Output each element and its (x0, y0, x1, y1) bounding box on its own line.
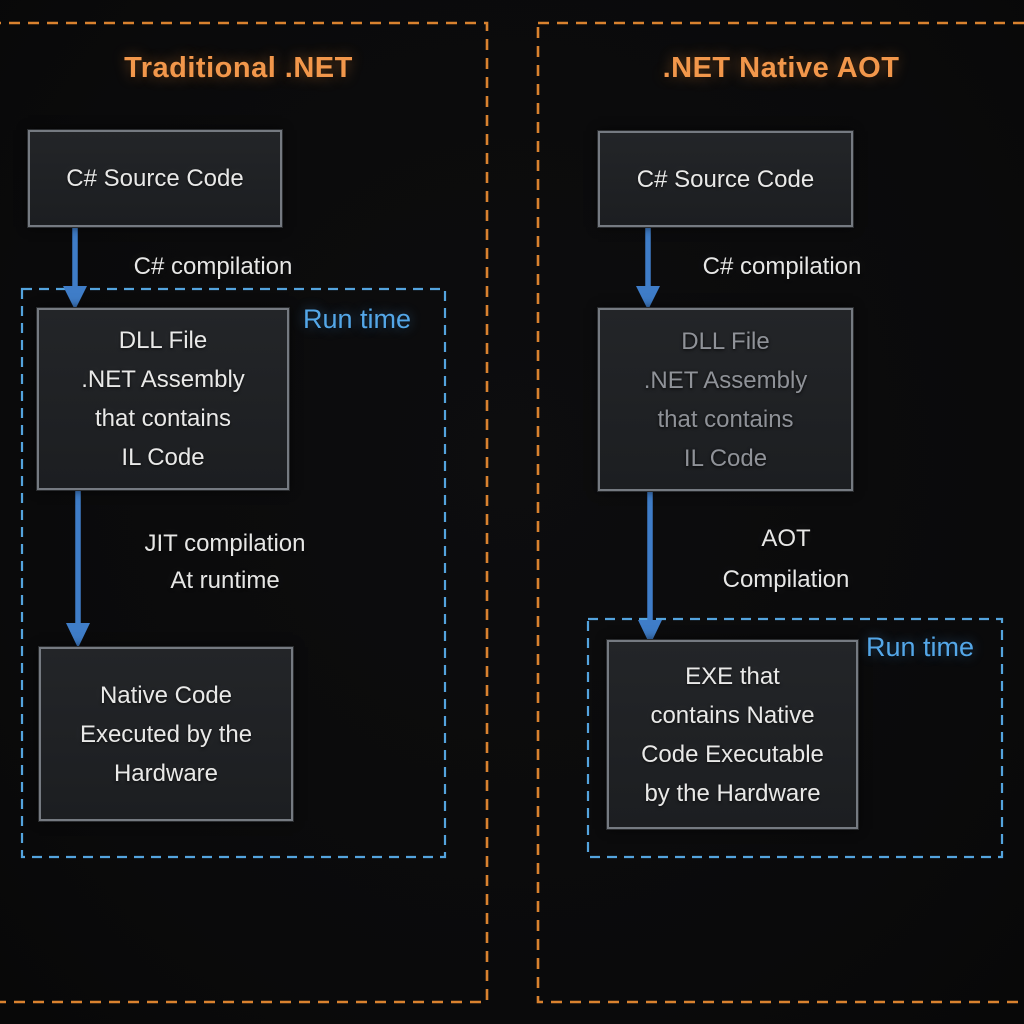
traditional-native-code-box: Native Code Executed by the Hardware (38, 646, 294, 822)
native-aot-exe-box: EXE that contains Native Code Executable… (606, 639, 859, 830)
native-aot-dll-box: DLL File .NET Assembly that contains IL … (597, 307, 854, 492)
aot-label-line2: Compilation (722, 566, 850, 593)
arrow-left-jit (66, 487, 90, 648)
native-box-line: Executed by the (79, 720, 253, 748)
traditional-runtime-border (20, 287, 447, 859)
dll-box-line: that contains (657, 405, 794, 433)
exe-box-line: EXE that (685, 662, 780, 690)
aot-label-line1: AOT (761, 525, 811, 552)
traditional-jit-compilation-label: JIT compilation At runtime (95, 525, 355, 599)
dll-box-line: DLL File (681, 327, 770, 355)
exe-box-line: contains Native (650, 701, 815, 729)
native-box-line: Native Code (99, 681, 233, 709)
traditional-csharp-compilation-label: C# compilation (133, 253, 293, 280)
traditional-source-code-label: C# Source Code (66, 165, 244, 192)
traditional-source-code-box: C# Source Code (27, 129, 283, 228)
dll-box-line: .NET Assembly (81, 366, 245, 393)
arrow-right-compilation (636, 224, 660, 310)
arrow-right-aot (638, 488, 662, 645)
dll-box-line: IL Code (121, 444, 205, 471)
dll-box-line: that contains (94, 405, 232, 432)
arrow-left-compilation (63, 224, 87, 310)
native-aot-runtime-border (586, 617, 1004, 859)
native-aot-csharp-compilation-label: C# compilation (702, 253, 862, 280)
native-aot-panel-border (536, 21, 1024, 1004)
native-box-line: Hardware (113, 759, 219, 787)
native-aot-source-code-label: C# Source Code (636, 165, 815, 193)
native-aot-source-code-box: C# Source Code (597, 130, 854, 228)
traditional-panel-border (0, 21, 489, 1004)
dll-box-line: DLL File (118, 327, 208, 354)
exe-box-line: Code Executable (641, 740, 824, 768)
exe-box-line: by the Hardware (644, 779, 821, 807)
jit-label-line1: JIT compilation (144, 530, 306, 557)
native-aot-compilation-label: AOT Compilation (661, 518, 911, 600)
traditional-runtime-label: Run time (303, 304, 412, 334)
native-aot-runtime-label: Run time (866, 632, 975, 662)
dll-box-line: IL Code (683, 444, 768, 472)
traditional-dll-box: DLL File .NET Assembly that contains IL … (36, 307, 290, 491)
native-aot-panel-title: .NET Native AOT (662, 52, 900, 84)
dll-box-line: .NET Assembly (643, 366, 808, 394)
traditional-panel-title: Traditional .NET (124, 52, 353, 84)
jit-label-line2: At runtime (170, 567, 280, 594)
